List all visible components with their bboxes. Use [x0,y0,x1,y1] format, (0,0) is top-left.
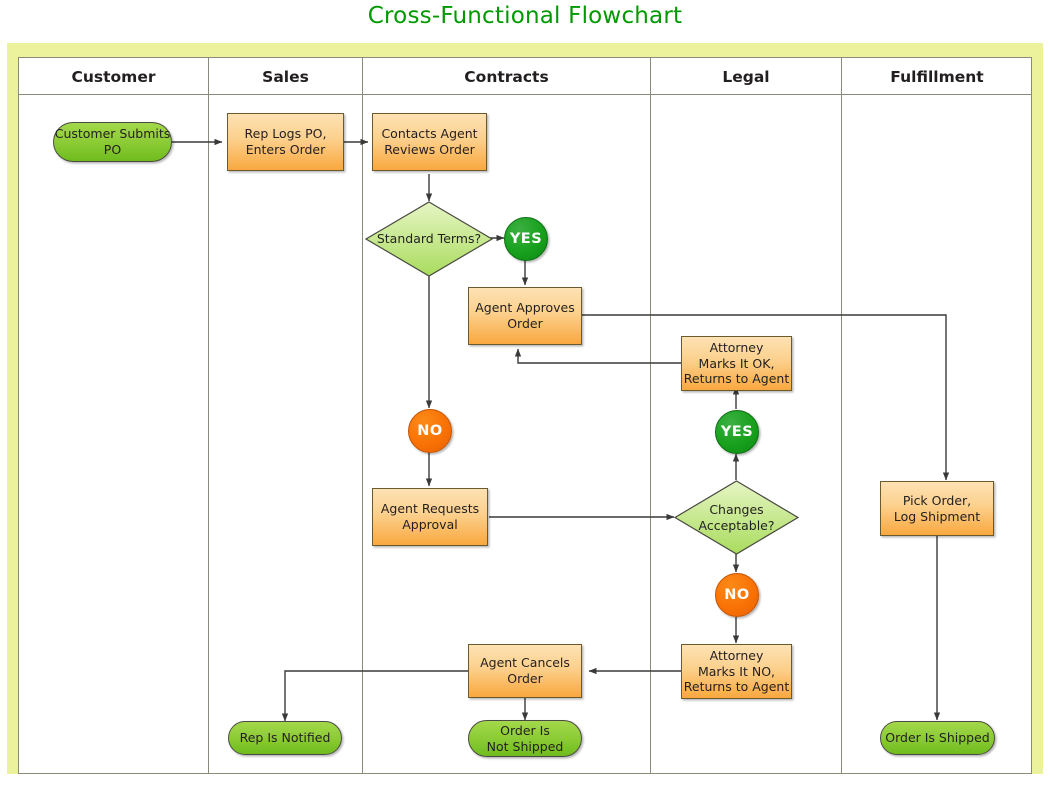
lane-header-contracts: Contracts [464,68,549,86]
node-text: Rep Logs PO, Enters Order [244,126,327,157]
node-text: Agent Cancels Order [480,655,570,686]
node-rep-logs-po[interactable]: Rep Logs PO, Enters Order [227,113,344,171]
node-order-is-not-shipped[interactable]: Order Is Not Shipped [468,720,582,757]
decision-label: Standard Terms? [376,231,482,247]
node-text: Contacts Agent Reviews Order [381,126,478,157]
lane-header-sales: Sales [262,68,309,86]
badge-yes-changes-acceptable: YES [715,410,759,454]
column-divider-1 [208,57,209,774]
badge-text: YES [720,424,754,440]
node-text: Attorney Marks It NO, Returns to Agent [683,648,790,695]
badge-no-standard-terms: NO [408,409,452,453]
node-text: Customer Submits PO [54,126,171,157]
lane-header-fulfillment: Fulfillment [890,68,984,86]
node-order-is-shipped[interactable]: Order Is Shipped [880,721,995,755]
node-agent-approves-order[interactable]: Agent Approves Order [468,287,582,345]
badge-no-changes-acceptable: NO [715,573,759,617]
node-pick-order-log-shipment[interactable]: Pick Order, Log Shipment [880,481,994,536]
page-title: Cross-Functional Flowchart [367,3,683,29]
badge-text: NO [417,423,443,439]
column-divider-4 [841,57,842,774]
node-attorney-marks-ok[interactable]: Attorney Marks It OK, Returns to Agent [681,336,792,391]
lane-header-legal: Legal [722,68,770,86]
node-text: Pick Order, Log Shipment [893,492,981,524]
decision-label-lines: Changes Acceptable? [698,501,775,533]
node-text: Order Is Shipped [885,730,990,746]
lane-header-customer: Customer [71,68,156,86]
node-text: Rep Is Notified [239,730,331,746]
header-separator [18,94,1032,95]
column-divider-3 [650,57,651,774]
decision-standard-terms[interactable]: Standard Terms? [365,201,493,277]
diamond-shape [365,201,493,277]
decision-changes-acceptable[interactable]: Changes Acceptable? [674,480,799,555]
node-contacts-agent-reviews-order[interactable]: Contacts Agent Reviews Order [372,113,487,171]
column-divider-2 [362,57,363,774]
node-text: Order Is Not Shipped [486,722,564,754]
node-text: Attorney Marks It OK, Returns to Agent [683,340,790,387]
node-agent-cancels-order[interactable]: Agent Cancels Order [468,644,582,698]
badge-yes-standard-terms: YES [504,217,548,261]
diamond-shape [674,480,799,555]
node-text: Agent Requests Approval [380,501,480,532]
node-customer-submits-po[interactable]: Customer Submits PO [53,122,172,162]
node-text: Agent Approves Order [475,300,575,331]
node-rep-is-notified[interactable]: Rep Is Notified [228,721,342,755]
node-agent-requests-approval[interactable]: Agent Requests Approval [372,488,488,546]
badge-text: NO [724,587,750,603]
badge-text: YES [509,231,543,247]
decision-label: Changes Acceptable? [674,480,799,555]
node-attorney-marks-no[interactable]: Attorney Marks It NO, Returns to Agent [681,644,792,699]
